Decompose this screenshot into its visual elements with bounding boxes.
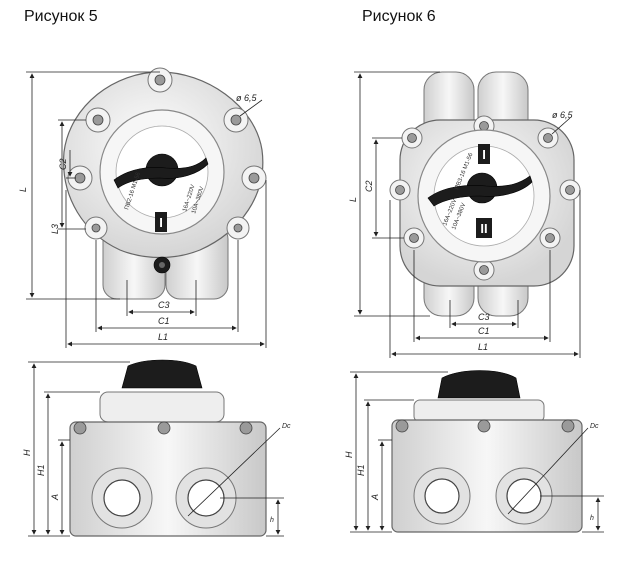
fig6-hole-diameter: ø 6,5 — [552, 110, 574, 120]
fig6-side-handle — [437, 370, 521, 399]
fig5-dim-L3: L3 — [50, 224, 60, 234]
fig6-position-I: I — [482, 147, 486, 162]
fig5-dim-H: H — [22, 449, 32, 456]
fig5-mount-hole — [230, 114, 242, 126]
fig6-housing — [391, 419, 583, 533]
fig6-side-view: Dc H H1 A h — [344, 370, 604, 533]
fig6-dim-C2: C2 — [364, 180, 374, 192]
fig5-side-handle — [121, 359, 203, 389]
fig5-dim-A: A — [50, 494, 60, 501]
fig5-dim-h: h — [270, 517, 274, 524]
fig6-entry-hole-left — [424, 478, 460, 514]
fig6-dim-C1: C1 — [478, 326, 490, 336]
fig6-mount-hole — [543, 133, 553, 143]
figure-6-title: Рисунок 6 — [362, 8, 436, 25]
fig6-handle — [427, 175, 533, 207]
fig5-dim-L: L — [18, 187, 28, 192]
fig5-screw — [92, 114, 104, 126]
fig6-dim-Dc: Dc — [590, 423, 599, 430]
fig6-dim-L1: L1 — [478, 342, 488, 352]
fig6-dim-h: h — [590, 515, 594, 522]
fig6-dim-H: H — [344, 451, 354, 458]
fig5-position-I: I — [159, 215, 163, 230]
fig6-cover — [413, 399, 545, 423]
fig6-top-view: I II ПВ3-16 М1-56 16А~220V 10А~380V L C2… — [348, 71, 581, 358]
fig6-dim-A: A — [370, 494, 380, 501]
fig5-dim-C3: C3 — [158, 300, 170, 310]
fig5-hole-diameter: ø 6,5 — [236, 93, 258, 103]
fig5-entry-hole-left — [103, 479, 141, 517]
fig5-screw-top — [154, 74, 166, 86]
fig5-handle — [113, 157, 209, 189]
fig5-dim-L1: L1 — [158, 332, 168, 342]
fig5-cover — [99, 391, 225, 423]
fig5-side-view: Dc H H1 A h — [22, 359, 291, 537]
fig6-position-II: II — [480, 221, 487, 236]
fig5-dim-C2: C2 — [58, 158, 68, 170]
fig5-dim-C1: C1 — [158, 316, 170, 326]
fig5-dim-Dc: Dc — [282, 423, 291, 430]
fig6-dim-H1: H1 — [356, 464, 366, 476]
fig6-dim-L: L — [348, 197, 358, 202]
fig5-top-view: I ПВ2-16 М1-56 16А~220V 10А~380V L L3 C2… — [18, 67, 267, 348]
fig5-dim-H1: H1 — [36, 464, 46, 476]
fig6-dim-C3: C3 — [478, 312, 490, 322]
figure-5-title: Рисунок 5 — [24, 8, 98, 25]
